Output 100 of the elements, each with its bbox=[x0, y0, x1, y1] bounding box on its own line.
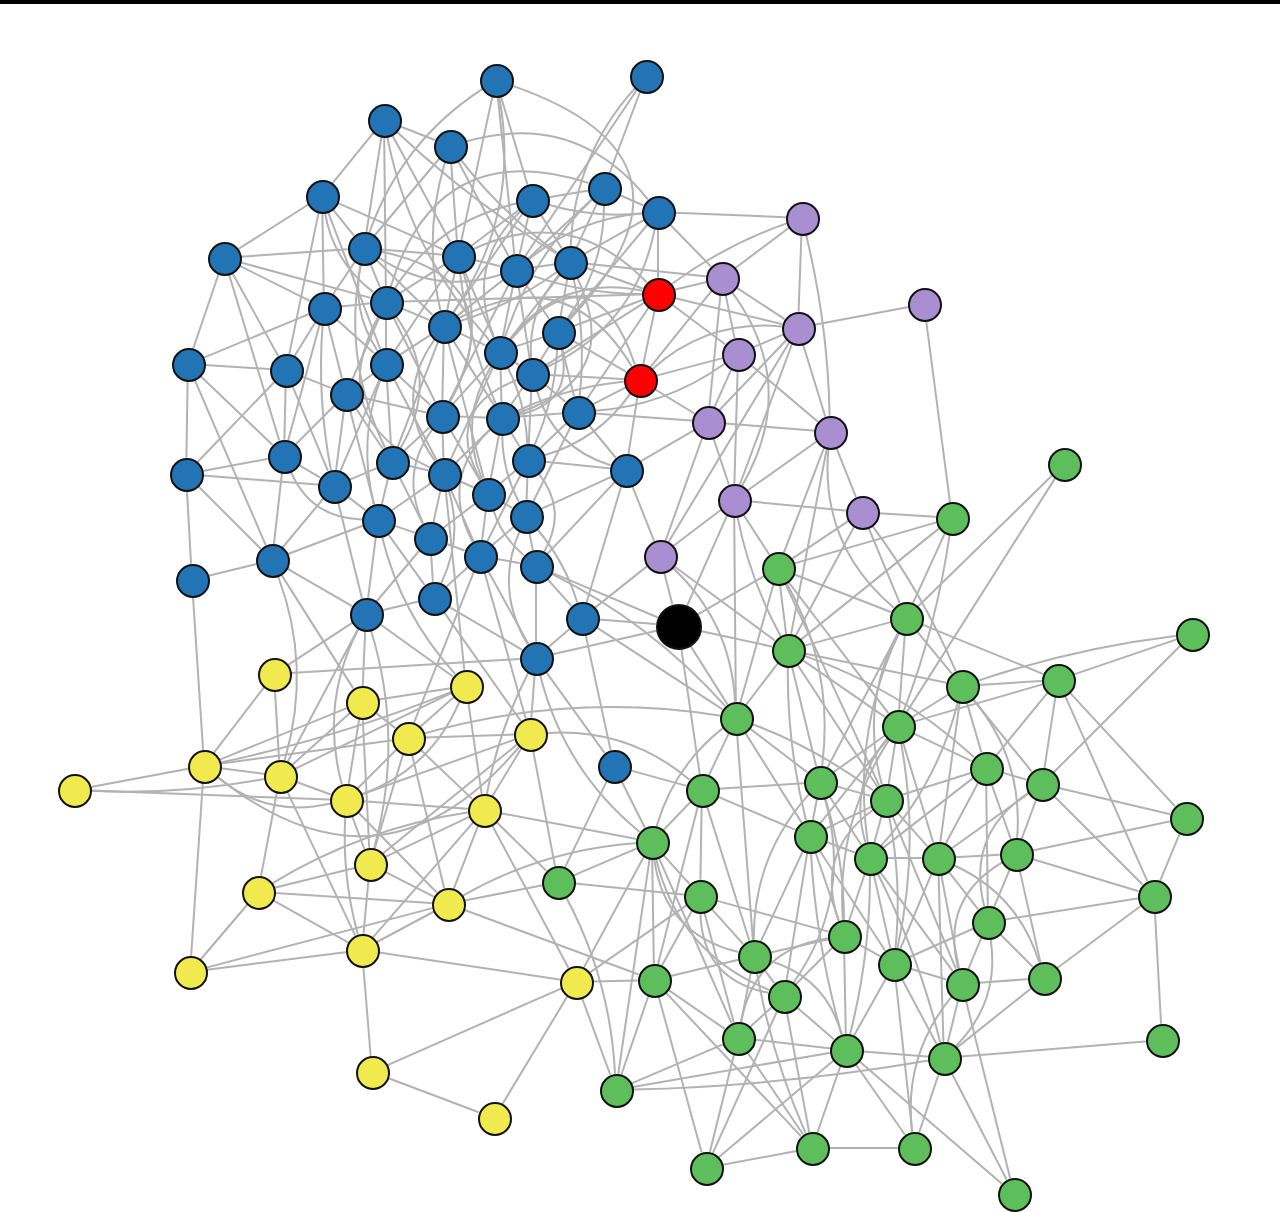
network-node bbox=[171, 347, 205, 381]
network-node bbox=[361, 503, 395, 537]
network-node bbox=[515, 357, 549, 391]
network-node bbox=[717, 483, 751, 517]
network-node bbox=[771, 633, 805, 667]
network-node bbox=[689, 1151, 723, 1185]
network-node bbox=[449, 669, 483, 703]
network-node bbox=[433, 129, 467, 163]
network-node bbox=[795, 1131, 829, 1165]
network-node bbox=[921, 841, 955, 875]
network-node bbox=[853, 841, 887, 875]
network-node bbox=[637, 963, 671, 997]
network-node bbox=[767, 979, 801, 1013]
network-node bbox=[721, 337, 755, 371]
network-node bbox=[705, 261, 739, 295]
network-node bbox=[793, 819, 827, 853]
network-node bbox=[737, 939, 771, 973]
network-node bbox=[375, 445, 409, 479]
network-node bbox=[329, 783, 363, 817]
network-node bbox=[997, 1177, 1031, 1211]
network-node bbox=[969, 751, 1003, 785]
network-node bbox=[413, 521, 447, 555]
network-node bbox=[845, 495, 879, 529]
network-node bbox=[635, 825, 669, 859]
network-node bbox=[345, 685, 379, 719]
network-node bbox=[685, 773, 719, 807]
network-node bbox=[187, 749, 221, 783]
network-node bbox=[317, 469, 351, 503]
network-node bbox=[869, 783, 903, 817]
network-node bbox=[427, 309, 461, 343]
network-node bbox=[541, 865, 575, 899]
network-node bbox=[1027, 961, 1061, 995]
network-node bbox=[691, 405, 725, 439]
network-node bbox=[761, 551, 795, 585]
network-node bbox=[485, 401, 519, 435]
network-node bbox=[329, 377, 363, 411]
network-node bbox=[877, 947, 911, 981]
network-node bbox=[499, 253, 533, 287]
network-node bbox=[241, 875, 275, 909]
network-node bbox=[999, 837, 1033, 871]
network-node bbox=[641, 277, 675, 311]
network-node bbox=[367, 103, 401, 137]
network-node bbox=[587, 171, 621, 205]
network-node bbox=[519, 549, 553, 583]
network-node bbox=[269, 353, 303, 387]
network-node bbox=[391, 721, 425, 755]
network-node bbox=[255, 543, 289, 577]
network-node bbox=[427, 457, 461, 491]
network-node bbox=[173, 955, 207, 989]
network-node bbox=[781, 311, 815, 345]
network-node bbox=[827, 919, 861, 953]
network-node bbox=[175, 563, 209, 597]
network-node bbox=[1047, 447, 1081, 481]
network-node bbox=[719, 701, 753, 735]
network-node bbox=[889, 601, 923, 635]
network-node bbox=[471, 477, 505, 511]
network-node bbox=[565, 601, 599, 635]
network-node bbox=[509, 499, 543, 533]
network-node bbox=[945, 967, 979, 1001]
network-node bbox=[643, 539, 677, 573]
network-node bbox=[267, 439, 301, 473]
network-node bbox=[1145, 1023, 1179, 1057]
network-node bbox=[629, 59, 663, 93]
network-node bbox=[369, 347, 403, 381]
network-node bbox=[463, 539, 497, 573]
network-node bbox=[945, 669, 979, 703]
network-node bbox=[541, 315, 575, 349]
network-node bbox=[1175, 617, 1209, 651]
network-node bbox=[353, 847, 387, 881]
network-node bbox=[683, 879, 717, 913]
network-node bbox=[641, 195, 675, 229]
network-node bbox=[483, 335, 517, 369]
network-node bbox=[785, 201, 819, 235]
network-node bbox=[881, 709, 915, 743]
network-node bbox=[349, 597, 383, 631]
network-node bbox=[425, 399, 459, 433]
network-node bbox=[207, 241, 241, 275]
network-node bbox=[623, 363, 657, 397]
network-node bbox=[1169, 801, 1203, 835]
network-node bbox=[369, 285, 403, 319]
network-node bbox=[263, 759, 297, 793]
network-node bbox=[655, 603, 701, 649]
network-node bbox=[721, 1021, 755, 1055]
network-node bbox=[907, 287, 941, 321]
network-node bbox=[1025, 767, 1059, 801]
network-node bbox=[515, 183, 549, 217]
network-node bbox=[513, 717, 547, 751]
network-node bbox=[803, 765, 837, 799]
network-node bbox=[431, 887, 465, 921]
network-node bbox=[559, 965, 593, 999]
network-node bbox=[467, 793, 501, 827]
network-node bbox=[609, 453, 643, 487]
network-node bbox=[441, 239, 475, 273]
network-node bbox=[927, 1041, 961, 1075]
network-node bbox=[553, 245, 587, 279]
network-node bbox=[971, 905, 1005, 939]
network-node bbox=[597, 749, 631, 783]
network-node bbox=[561, 395, 595, 429]
network-node bbox=[813, 415, 847, 449]
network-node bbox=[511, 443, 545, 477]
